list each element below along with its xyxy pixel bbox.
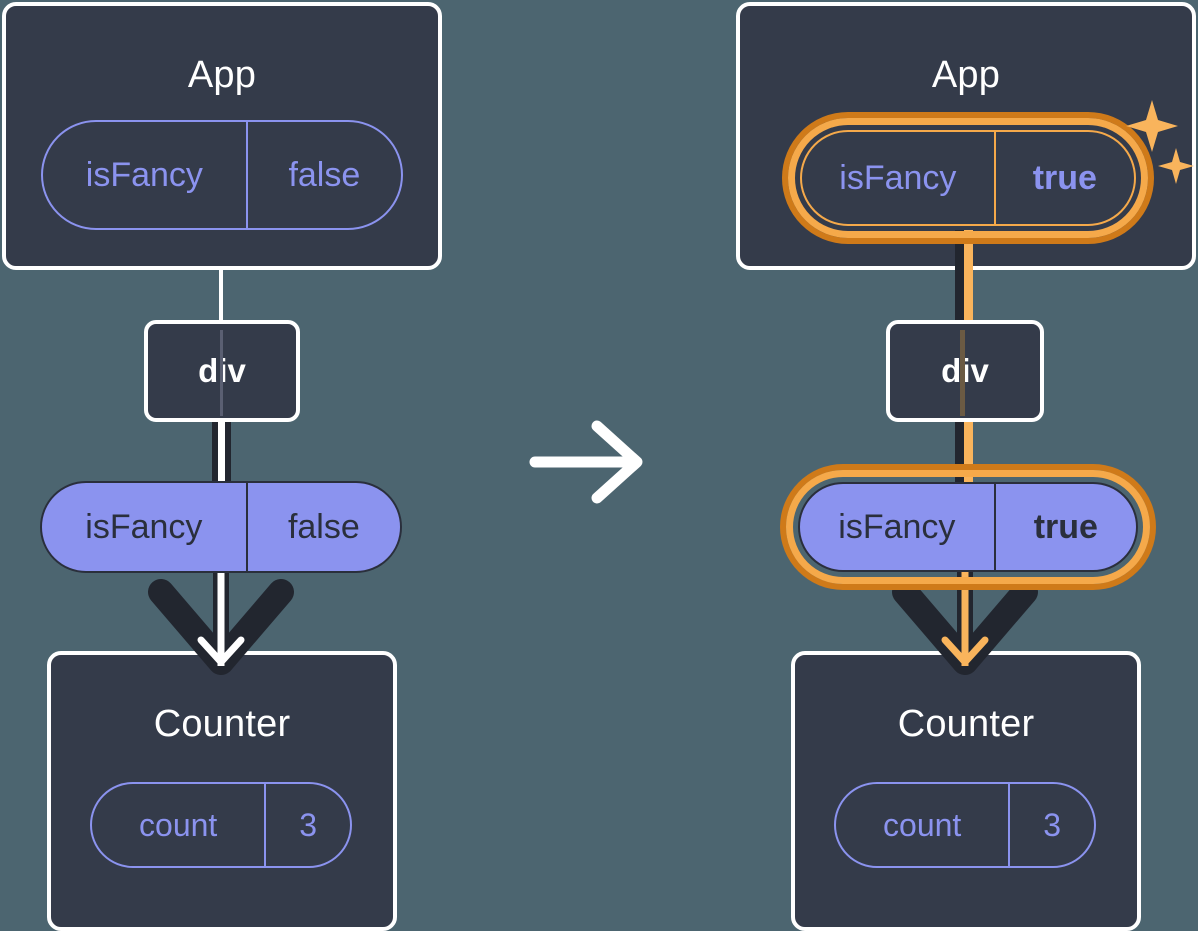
connector-div-to-prop-before	[212, 420, 218, 490]
app-title-after: App	[931, 54, 1001, 96]
state-pill-value: true	[993, 132, 1134, 224]
arrow-right-icon	[529, 420, 643, 504]
app-title-before: App	[187, 54, 257, 96]
element-node-label: div	[941, 352, 989, 389]
state-pill-counter-after: count 3	[834, 782, 1096, 868]
state-pill-app-after: isFancy true	[800, 130, 1136, 226]
prop-pill-value: true	[993, 484, 1136, 570]
state-pill-value: 3	[1008, 784, 1094, 866]
element-node-div-after: div	[886, 320, 1044, 422]
prop-pill-key: isFancy	[838, 507, 956, 546]
prop-pill-value: false	[245, 483, 400, 571]
prop-pill-after: isFancy true	[798, 482, 1138, 572]
connector-app-to-div-before	[219, 266, 223, 322]
connector-through-div-after	[960, 330, 965, 416]
state-pill-counter-before: count 3	[90, 782, 352, 868]
connector-div-to-prop-before-2	[225, 420, 231, 490]
state-pill-value: 3	[264, 784, 350, 866]
flow-arrow-to-counter-before	[148, 570, 294, 675]
state-pill-key: isFancy	[839, 158, 957, 197]
flow-arrow-to-counter-after	[892, 570, 1038, 675]
counter-title-before: Counter	[153, 703, 291, 745]
state-pill-app-before: isFancy false	[41, 120, 403, 230]
sparkles-icon	[1126, 100, 1194, 184]
state-pill-key: isFancy	[85, 155, 203, 194]
connector-div-to-prop-after-orange	[964, 420, 973, 490]
connector-div-to-prop-after-dark	[955, 420, 964, 490]
state-pill-value: false	[245, 122, 401, 228]
prop-pill-key: isFancy	[85, 507, 203, 546]
counter-title-after: Counter	[897, 703, 1035, 745]
state-pill-key: count	[139, 806, 218, 843]
connector-through-div-before	[220, 330, 223, 416]
connector-div-to-prop-before-center	[218, 420, 225, 490]
state-pill-key: count	[883, 806, 962, 843]
prop-pill-before: isFancy false	[40, 481, 402, 573]
